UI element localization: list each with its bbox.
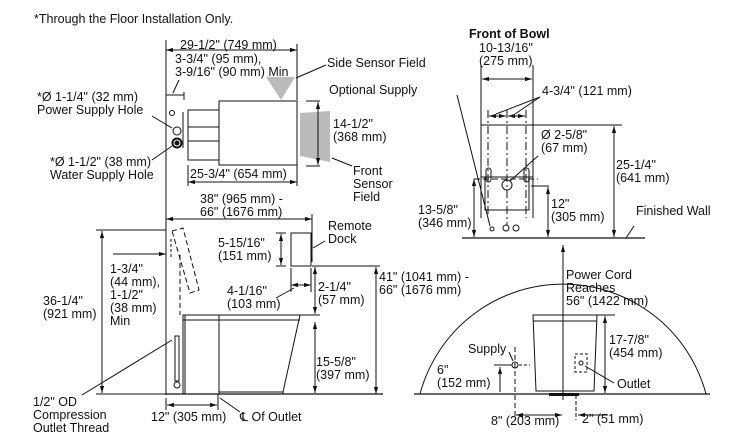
side-view bbox=[81, 214, 383, 413]
front-sensor-label-2: Sensor bbox=[353, 177, 393, 191]
bolt-spacing-label: 4-3/4" (121 mm) bbox=[542, 84, 632, 98]
tank-side bbox=[182, 314, 220, 395]
wall-clearance-label: 3-3/4" (95 mm), bbox=[175, 52, 262, 66]
tank-body bbox=[187, 109, 220, 161]
dock-gap-label: 2-1/4" bbox=[318, 280, 351, 294]
outlet-label: Outlet bbox=[617, 377, 651, 391]
cord-reach-value: 56" (1422 mm) bbox=[566, 294, 649, 308]
power-hole-label: *Ø 1-1/4" (32 mm) bbox=[37, 90, 138, 104]
front-sensor-label-3: Field bbox=[353, 190, 381, 204]
outlet-circle bbox=[501, 179, 513, 191]
rear-view bbox=[414, 245, 710, 420]
outlet-height-mm: (305 mm) bbox=[551, 210, 605, 224]
remote-dock-label-2: Dock bbox=[328, 232, 357, 246]
overall-height-label: 36-1/4" bbox=[43, 294, 83, 308]
optional-supply-label: Optional Supply bbox=[329, 83, 418, 97]
lid-clearance-min-word: Min bbox=[110, 314, 131, 328]
installation-note: *Through the Floor Installation Only. bbox=[34, 12, 234, 26]
cord-reach-label: Power Cord bbox=[566, 268, 632, 282]
power-hole-desc: Power Supply Hole bbox=[37, 103, 144, 117]
outlet-thread-label-3: Outlet Thread bbox=[33, 421, 110, 435]
rear-height-label: 17-7/8" bbox=[609, 333, 649, 347]
overall-height-mm: (921 mm) bbox=[43, 307, 97, 321]
dock-range-label-2: 66" (1676 mm) bbox=[200, 205, 283, 219]
dock-range-label: 38" (965 mm) - bbox=[200, 192, 283, 206]
supply-height-mm: (346 mm) bbox=[418, 216, 472, 230]
bowl-rear bbox=[532, 314, 598, 392]
front-sensor-label-1: Front bbox=[353, 164, 383, 178]
mount-hole bbox=[169, 110, 175, 116]
dock-width-label: 4-1/16" bbox=[227, 284, 267, 298]
supply-offset-label: 8" (203 mm) bbox=[491, 414, 560, 428]
outlet-diameter-label: Ø 2-5/8" bbox=[541, 128, 588, 142]
supply-label: Supply bbox=[468, 342, 507, 356]
supply-rear-height-mm: (152 mm) bbox=[437, 376, 491, 390]
supply-height-label: 13-5/8" bbox=[418, 203, 458, 217]
top-view bbox=[151, 40, 353, 395]
overall-width-label: 29-1/2" (749 mm) bbox=[180, 38, 277, 52]
depth-mm-label: (368 mm) bbox=[333, 130, 387, 144]
bowl-length-label: 25-3/4" (654 mm) bbox=[190, 167, 287, 181]
depth-label: 14-1/2" bbox=[333, 117, 373, 131]
outlet-pipe bbox=[174, 335, 180, 382]
front-width-mm: (275 mm) bbox=[479, 54, 533, 68]
outlet-height-label: 12" bbox=[551, 197, 570, 211]
front-of-bowl-title: Front of Bowl bbox=[469, 27, 550, 41]
water-hole-desc: Water Supply Hole bbox=[50, 168, 154, 182]
seat-height-mm: (397 mm) bbox=[316, 368, 370, 382]
finished-wall-label: Finished Wall bbox=[636, 204, 711, 218]
outlet-box bbox=[574, 353, 588, 373]
remote-dock-label: Remote bbox=[328, 219, 372, 233]
cord-reach-label-2: Reaches bbox=[566, 281, 616, 295]
rear-height-mm: (454 mm) bbox=[609, 346, 663, 360]
front-view bbox=[456, 65, 645, 239]
front-height-mm: (641 mm) bbox=[616, 171, 670, 185]
bolt-slot bbox=[485, 167, 492, 183]
rough-in-label: 12" (305 mm) bbox=[151, 410, 227, 424]
wall-clearance-min-label: 3-9/16" (90 mm) Min bbox=[175, 65, 289, 79]
power-supply-hole bbox=[172, 126, 182, 136]
dock-width-mm-label: (103 mm) bbox=[227, 297, 281, 311]
outlet-thread-label: 1/2" OD bbox=[33, 395, 78, 409]
side-sensor-field bbox=[266, 77, 295, 100]
lid-clearance-min: 1-1/2" bbox=[110, 288, 143, 302]
bowl-side bbox=[218, 314, 301, 393]
dock-height-mm-label: (151 mm) bbox=[218, 249, 272, 263]
outlet-thread-label-2: Compression bbox=[33, 408, 107, 422]
water-supply-hole bbox=[171, 137, 183, 149]
supply-rear-height-label: 6" bbox=[437, 363, 449, 377]
outlet-diameter-mm: (67 mm) bbox=[541, 141, 588, 155]
dock-mount-height-label: 41" (1041 mm) - bbox=[379, 270, 469, 284]
bowl-top bbox=[218, 100, 298, 166]
lid-clearance-mm: (44 mm), bbox=[110, 275, 160, 289]
remote-dock bbox=[290, 232, 312, 267]
bolt-slot bbox=[523, 167, 530, 183]
optional-supply bbox=[489, 226, 495, 232]
water-hole-label: *Ø 1-1/2" (38 mm) bbox=[50, 155, 151, 169]
lid-clearance-min-mm: (38 mm) bbox=[110, 301, 157, 315]
side-sensor-label: Side Sensor Field bbox=[327, 56, 426, 70]
dock-gap-mm-label: (57 mm) bbox=[318, 293, 365, 307]
lid-clearance-label: 1-3/4" bbox=[110, 262, 143, 276]
bowl-foot bbox=[484, 176, 530, 211]
front-height-label: 25-1/4" bbox=[616, 158, 656, 172]
outlet-offset-label: 2" (51 mm) bbox=[582, 412, 644, 426]
dock-height-label: 5-15/16" bbox=[218, 236, 265, 250]
seat-height-label: 15-5/8" bbox=[316, 355, 356, 369]
lid-open bbox=[171, 227, 200, 294]
front-width-label: 10-13/16" bbox=[479, 41, 533, 55]
front-sensor-field bbox=[300, 111, 330, 162]
outlet-centerline-label: ℄ Of Outlet bbox=[240, 410, 302, 424]
dock-mount-height-label-2: 66" (1676 mm) bbox=[379, 283, 462, 297]
